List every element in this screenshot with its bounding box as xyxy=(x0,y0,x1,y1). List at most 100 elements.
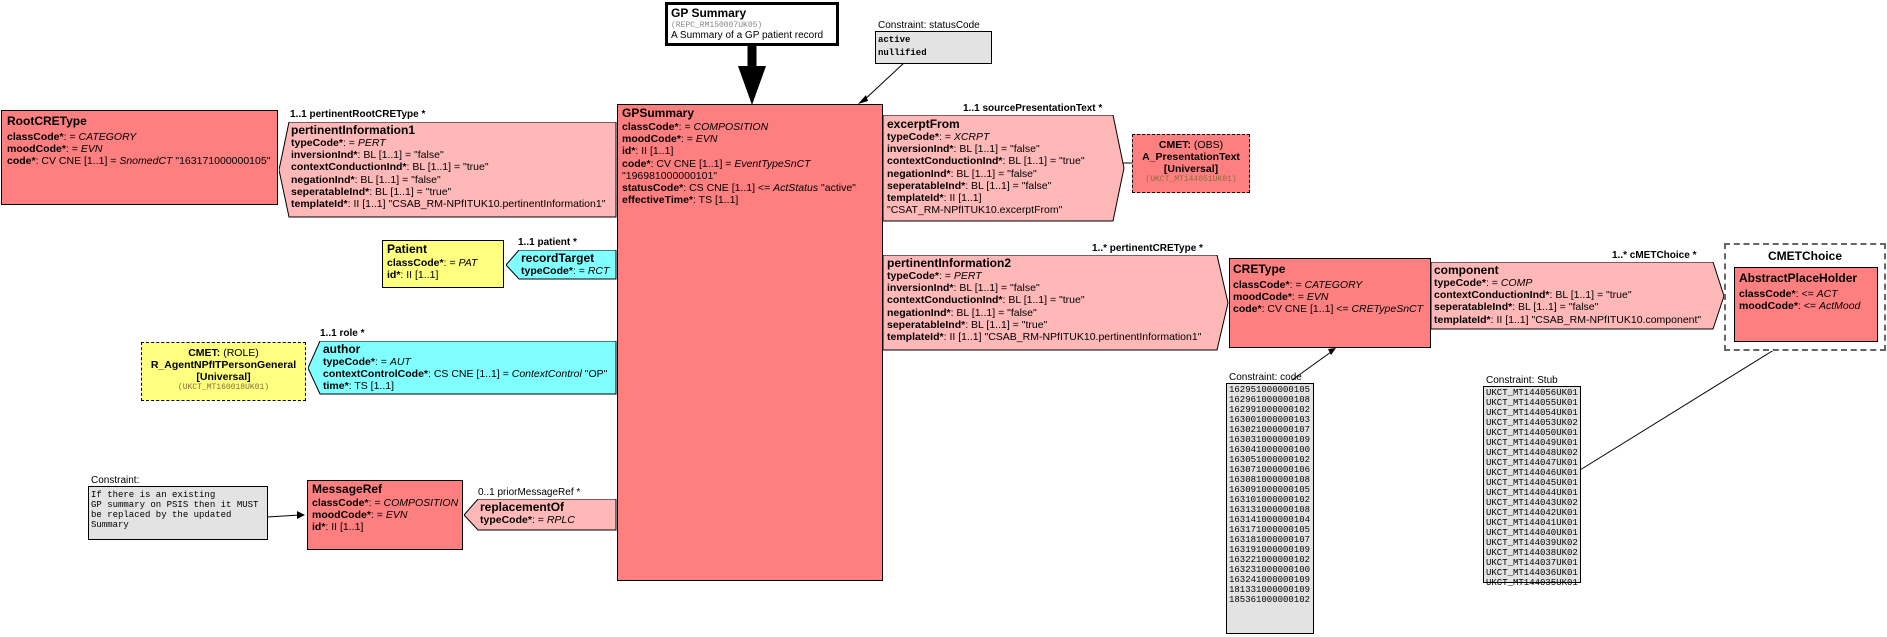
note-line: 163021000000107 xyxy=(1229,425,1311,435)
class-attribute: classCode*: = PAT xyxy=(387,257,478,269)
note-line: 181331000000109 xyxy=(1229,585,1311,595)
class-attribute: negationInd*: BL [1..1] = "false" xyxy=(887,306,1037,319)
class-attribute: templateId*: II [1..1] "CSAB_RM-NPfITUK1… xyxy=(1434,313,1702,326)
class-attribute: typeCode*: = PERT xyxy=(887,270,982,282)
class-attribute: inversionInd*: BL [1..1] = "false" xyxy=(291,149,444,162)
note-line: UKCT_MT144054UK01 xyxy=(1486,408,1578,418)
note-line: 163171000000105 xyxy=(1229,525,1311,535)
header-description: A Summary of a GP patient record xyxy=(671,30,824,41)
class-attribute: moodCode*: = EVN xyxy=(1233,291,1329,304)
note-line: UKCT_MT144042UK01 xyxy=(1486,508,1578,518)
class-attribute: code*: CV CNE [1..1] <= CRETypeSnCT xyxy=(1233,303,1424,316)
class-attribute: templateId*: II [1..1] "CSAB_RM-NPfITUK1… xyxy=(291,198,606,211)
note-line: UKCT_MT144041UK01 xyxy=(1486,518,1578,528)
class-attribute: inversionInd*: BL [1..1] = "false" xyxy=(887,282,1040,295)
class-attribute: code*: CV CNE [1..1] = SnomedCT "1631710… xyxy=(7,155,271,168)
class-name: replacementOf xyxy=(480,500,565,514)
note-general-line: Summary xyxy=(91,520,129,530)
class-attribute: contextConductionInd*: BL [1..1] = "true… xyxy=(1434,289,1632,302)
note-line: UKCT_MT144056UK01 xyxy=(1486,388,1578,398)
note-line: 163091000000105 xyxy=(1229,485,1311,495)
note-stub-title: Constraint: Stub xyxy=(1486,375,1558,386)
class-name: author xyxy=(323,342,361,356)
note-status-line: active xyxy=(878,35,911,45)
class-attribute: contextConductionInd*: BL [1..1] = "true… xyxy=(291,161,489,174)
class-attribute: typeCode*: = RPLC xyxy=(480,514,575,526)
cmet-line1: CMET: (OBS) xyxy=(1158,139,1224,151)
class-name: AbstractPlaceHolder xyxy=(1739,271,1858,285)
class-attribute: id*: II [1..1] xyxy=(387,269,439,282)
class-attribute: time*: TS [1..1] xyxy=(323,380,395,393)
class-attribute: seperatableInd*: BL [1..1] = "true" xyxy=(887,318,1048,331)
assoc-label-pertinentCREType: 1..* pertinentCREType * xyxy=(1092,243,1203,254)
note-line: 163241000000109 xyxy=(1229,575,1311,585)
class-name: recordTarget xyxy=(521,251,595,265)
class-name: Patient xyxy=(387,242,428,256)
class-attribute: classCode*: = COMPOSITION xyxy=(312,497,459,509)
class-attribute: "196981000000101" xyxy=(622,169,718,182)
cmet-universal: [Universal] xyxy=(196,371,251,383)
note-line: 163101000000102 xyxy=(1229,495,1311,505)
note-line: UKCT_MT144037UK01 xyxy=(1486,558,1578,568)
class-attribute: contextConductionInd*: BL [1..1] = "true… xyxy=(887,294,1085,307)
note-line: UKCT_MT144040UK01 xyxy=(1486,528,1578,538)
class-name: pertinentInformation1 xyxy=(291,123,416,137)
class-attribute: moodCode*: = EVN xyxy=(622,133,718,146)
note-line: 163041000000100 xyxy=(1229,445,1311,455)
note-line: 163141000000104 xyxy=(1229,515,1311,525)
class-attribute: moodCode*: = EVN xyxy=(7,143,103,156)
class-name: RootCREType xyxy=(7,114,87,128)
note-line: UKCT_MT144055UK01 xyxy=(1486,398,1578,408)
assoc-label-patient: 1..1 patient * xyxy=(518,237,577,248)
class-attribute: moodCode*: <= ActMood xyxy=(1739,300,1861,313)
association-record-target: recordTarget typeCode*: = RCT xyxy=(506,250,617,280)
assoc-label-sourcePresentationText: 1..1 sourcePresentationText * xyxy=(963,103,1103,114)
note-line: UKCT_MT144049UK01 xyxy=(1486,438,1578,448)
class-attribute: templateId*: II [1..1] "CSAB_RM-NPfITUK1… xyxy=(887,331,1202,344)
note-general-line: GP summary on PSIS then it MUST xyxy=(91,500,259,510)
note-line: UKCT_MT144048UK02 xyxy=(1486,448,1578,458)
note-line: UKCT_MT144050UK01 xyxy=(1486,428,1578,438)
class-attribute: typeCode*: = RCT xyxy=(521,265,610,277)
assoc-label-pertinentRootCREType: 1..1 pertinentRootCREType * xyxy=(290,109,426,120)
class-attribute: typeCode*: = PERT xyxy=(291,137,386,149)
class-attribute: classCode*: = CATEGORY xyxy=(1233,279,1363,291)
class-attribute: negationInd*: BL [1..1] = "false" xyxy=(291,173,441,186)
note-line: 163231000000100 xyxy=(1229,565,1311,575)
class-attribute: effectiveTime*: TS [1..1] xyxy=(622,194,739,207)
cmet-choice-title: CMETChoice xyxy=(1767,249,1842,263)
note-general-line: be replaced by the updated xyxy=(91,510,232,520)
class-attribute: classCode*: = CATEGORY xyxy=(7,131,137,143)
class-attribute: classCode*: <= ACT xyxy=(1739,288,1838,300)
note-code-title: Constraint: code xyxy=(1229,372,1302,383)
class-attribute: seperatableInd*: BL [1..1] = "false" xyxy=(887,179,1052,192)
class-name: MessageRef xyxy=(312,482,383,496)
gp-summary-header: GP Summary (REPC_RM150007UK05) A Summary… xyxy=(665,2,839,46)
class-name: excerptFrom xyxy=(887,117,960,131)
note-line: 163001000000103 xyxy=(1229,415,1311,425)
note-line: 163071000000106 xyxy=(1229,465,1311,475)
class-attribute: seperatableInd*: BL [1..1] = "false" xyxy=(1434,301,1599,314)
class-attribute: inversionInd*: BL [1..1] = "false" xyxy=(887,143,1040,156)
class-attribute: negationInd*: BL [1..1] = "false" xyxy=(887,167,1037,180)
note-line: 163051000000102 xyxy=(1229,455,1311,465)
note-line: 163031000000109 xyxy=(1229,435,1311,445)
note-line: 162951000000105 xyxy=(1229,385,1311,395)
class-attribute: typeCode*: = AUT xyxy=(323,356,411,368)
class-attribute: contextControlCode*: CS CNE [1..1] = Con… xyxy=(323,368,608,381)
class-attribute: templateId*: II [1..1] xyxy=(887,192,982,205)
note-line: UKCT_MT144045UK01 xyxy=(1486,478,1578,488)
cmet-agent-person: CMET: (ROLE) R_AgentNPfITPersonGeneral [… xyxy=(141,342,306,401)
cmet-presentation-text: CMET: (OBS) A_PresentationText [Universa… xyxy=(1132,134,1250,193)
class-attribute: typeCode*: = COMP xyxy=(1434,277,1533,289)
class-attribute: "CSAT_RM-NPfITUK10.excerptFrom" xyxy=(887,204,1063,217)
note-general-line: If there is an existing xyxy=(91,490,216,500)
